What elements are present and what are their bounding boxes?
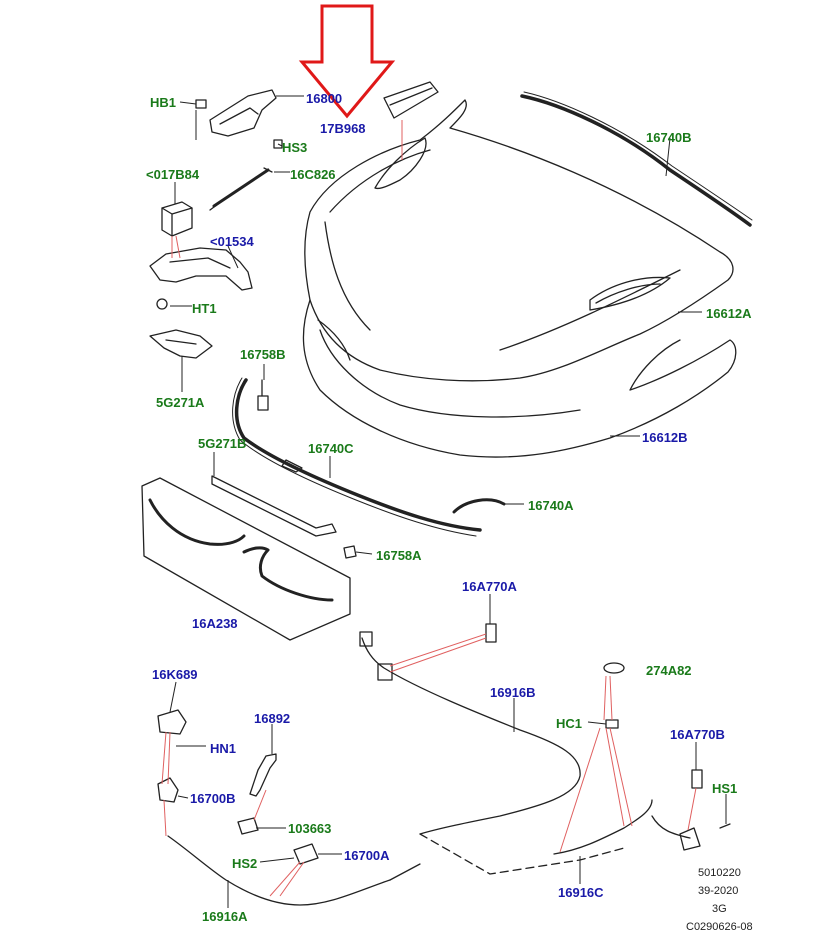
label-ht1: HT1 <box>192 301 217 316</box>
footer-code-2: 39-2020 <box>698 885 739 897</box>
label-01534: <01534 <box>210 234 254 249</box>
label-017b84: <017B84 <box>146 167 200 182</box>
label-5g271a: 5G271A <box>156 395 205 410</box>
label-hn1: HN1 <box>210 741 237 756</box>
footer-code-3: 3G <box>712 903 727 915</box>
footer-code-4: C0290626-08 <box>686 921 753 933</box>
label-16740b: 16740B <box>646 130 692 145</box>
label-hb1: HB1 <box>150 95 177 110</box>
label-16916a: 16916A <box>202 909 248 924</box>
side-seal-16740c <box>234 378 482 532</box>
label-16k689: 16K689 <box>152 667 198 682</box>
label-5g271b: 5G271B <box>198 436 247 451</box>
footer-code-1: 5010220 <box>698 867 741 879</box>
label-16612a: 16612A <box>706 306 752 321</box>
label-103663: 103663 <box>288 821 332 836</box>
label-16612b: 16612B <box>642 430 688 445</box>
label-16a770a: 16A770A <box>462 579 517 594</box>
label-hs1: HS1 <box>712 781 738 796</box>
label-16a238: 16A238 <box>192 616 238 631</box>
label-274a82: 274A82 <box>646 663 692 678</box>
red-callout-arrow <box>298 4 396 119</box>
label-16916b: 16916B <box>490 685 536 700</box>
label-17b968: 17B968 <box>320 121 366 136</box>
label-hc1: HC1 <box>556 716 583 731</box>
label-16700b: 16700B <box>190 791 236 806</box>
label-16758b: 16758B <box>240 347 286 362</box>
release-cable <box>361 637 581 835</box>
label-16758a: 16758A <box>376 548 422 563</box>
label-16800: 16800 <box>306 91 343 106</box>
rear-seal-16740b <box>520 94 752 227</box>
label-16a770b: 16A770B <box>670 727 725 742</box>
label-16916c: 16916C <box>558 885 604 900</box>
label-16700a: 16700A <box>344 848 390 863</box>
label-hs3: HS3 <box>282 140 308 155</box>
label-16740c: 16740C <box>308 441 354 456</box>
hood-outer-panel <box>304 99 734 382</box>
label-16740a: 16740A <box>528 498 574 513</box>
label-16c826: 16C826 <box>290 167 336 182</box>
label-hs2: HS2 <box>232 856 258 871</box>
hood-inner-panel <box>302 299 737 458</box>
seal-kit-box <box>141 477 351 641</box>
label-16892: 16892 <box>254 711 291 726</box>
